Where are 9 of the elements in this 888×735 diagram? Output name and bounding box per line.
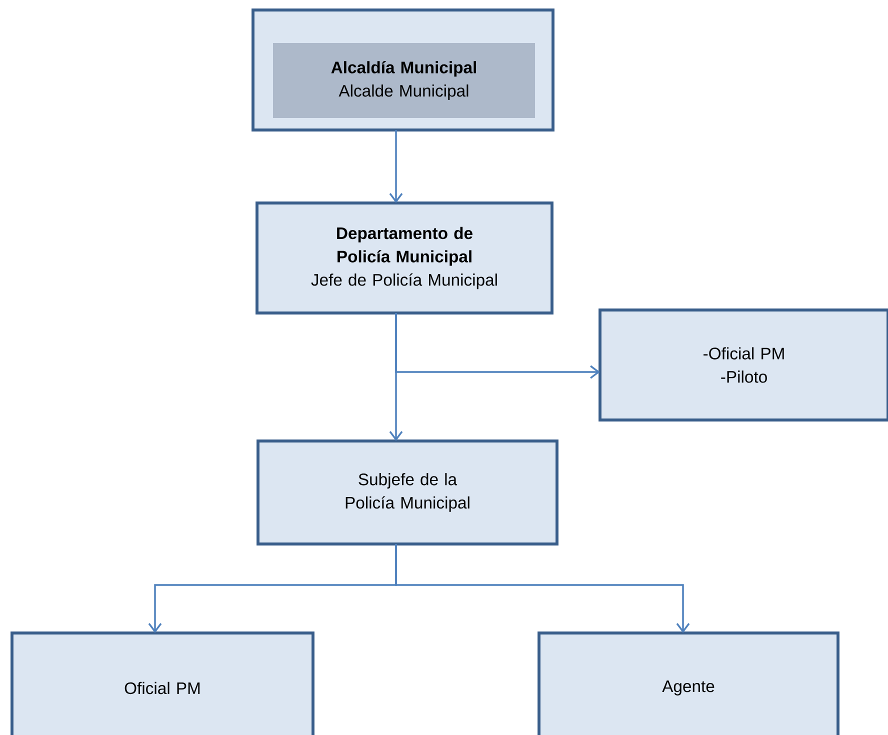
arrow (395, 544, 690, 634)
org-box: Subjefe de la Policía Municipal (256, 440, 558, 546)
title-panel: Alcaldía Municipal Alcalde Municipal (273, 43, 535, 118)
org-box: Agente (538, 632, 840, 735)
org-box: Departamento de Policía Municipal Jefe de Policía Municipal (256, 202, 554, 314)
arrow (395, 313, 600, 379)
org-box: Oficial PM (10, 632, 314, 735)
arrow (389, 130, 403, 203)
org-box: -Oficial PM -Piloto (598, 308, 888, 422)
